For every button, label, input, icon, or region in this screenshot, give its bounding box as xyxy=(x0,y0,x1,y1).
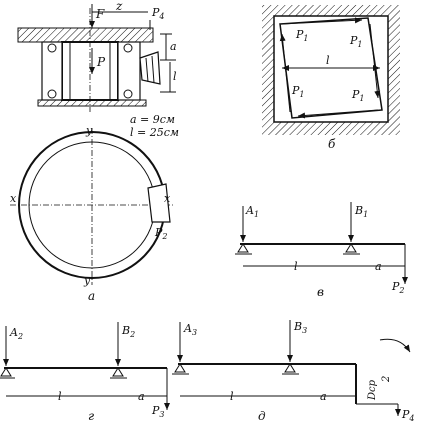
axis-y-top: y xyxy=(85,124,93,137)
reaction-A3-label: A3 xyxy=(183,322,197,337)
dimension-Dcp: Dср xyxy=(367,379,378,401)
force-P-label: P xyxy=(96,55,106,69)
dimension-l-square: l xyxy=(326,54,330,67)
dimension-l-label: l xyxy=(173,70,177,83)
span-a-v: a xyxy=(375,260,382,273)
caption-a: а xyxy=(88,289,95,303)
reaction-B2-label: B2 xyxy=(121,324,135,339)
beam-v xyxy=(235,202,408,284)
span-a-d: a xyxy=(320,390,327,403)
beam-d xyxy=(172,320,411,416)
reaction-A1-label: A1 xyxy=(245,204,259,219)
reaction-A2-label: A2 xyxy=(9,326,23,341)
caption-g: г xyxy=(88,409,94,423)
span-l-v: l xyxy=(294,260,298,273)
param-l-value: l = 25см xyxy=(130,126,179,139)
ring-plan-view xyxy=(10,128,175,285)
beam-g xyxy=(0,322,170,410)
axis-y-bottom: y xyxy=(83,274,91,287)
axis-x-left: x xyxy=(10,192,17,205)
force-P1-left: P1 xyxy=(291,84,305,99)
force-P2-label-ring: P2 xyxy=(154,226,168,241)
span-l-d: l xyxy=(230,390,234,403)
reaction-B3-label: B3 xyxy=(293,320,307,335)
reaction-B1-label: B1 xyxy=(354,204,368,219)
span-a-g: a xyxy=(138,390,145,403)
force-P3-label: P3 xyxy=(151,404,165,419)
force-F-label: F xyxy=(95,7,105,21)
caption-v: в xyxy=(317,285,324,299)
force-P4-label-d: P4 xyxy=(401,408,415,423)
param-a-value: a = 9см xyxy=(130,113,175,126)
force-P2-label-v: P2 xyxy=(391,280,405,295)
dimension-Dcp-denominator: 2 xyxy=(381,376,392,383)
caption-d: д xyxy=(258,409,266,423)
force-P1-top: P1 xyxy=(295,28,309,43)
span-l-g: l xyxy=(58,390,62,403)
caption-b: б xyxy=(328,137,336,151)
force-P1-bottom: P1 xyxy=(351,88,365,103)
force-P1-right: P1 xyxy=(349,34,363,49)
square-rotation-view xyxy=(262,5,400,135)
force-P4-label: P4 xyxy=(151,6,165,21)
axis-x-right: x xyxy=(164,192,171,205)
bearing-assembly-section xyxy=(17,8,161,112)
dimension-z-label: z xyxy=(115,0,123,13)
dimension-a-label: a xyxy=(170,40,177,53)
